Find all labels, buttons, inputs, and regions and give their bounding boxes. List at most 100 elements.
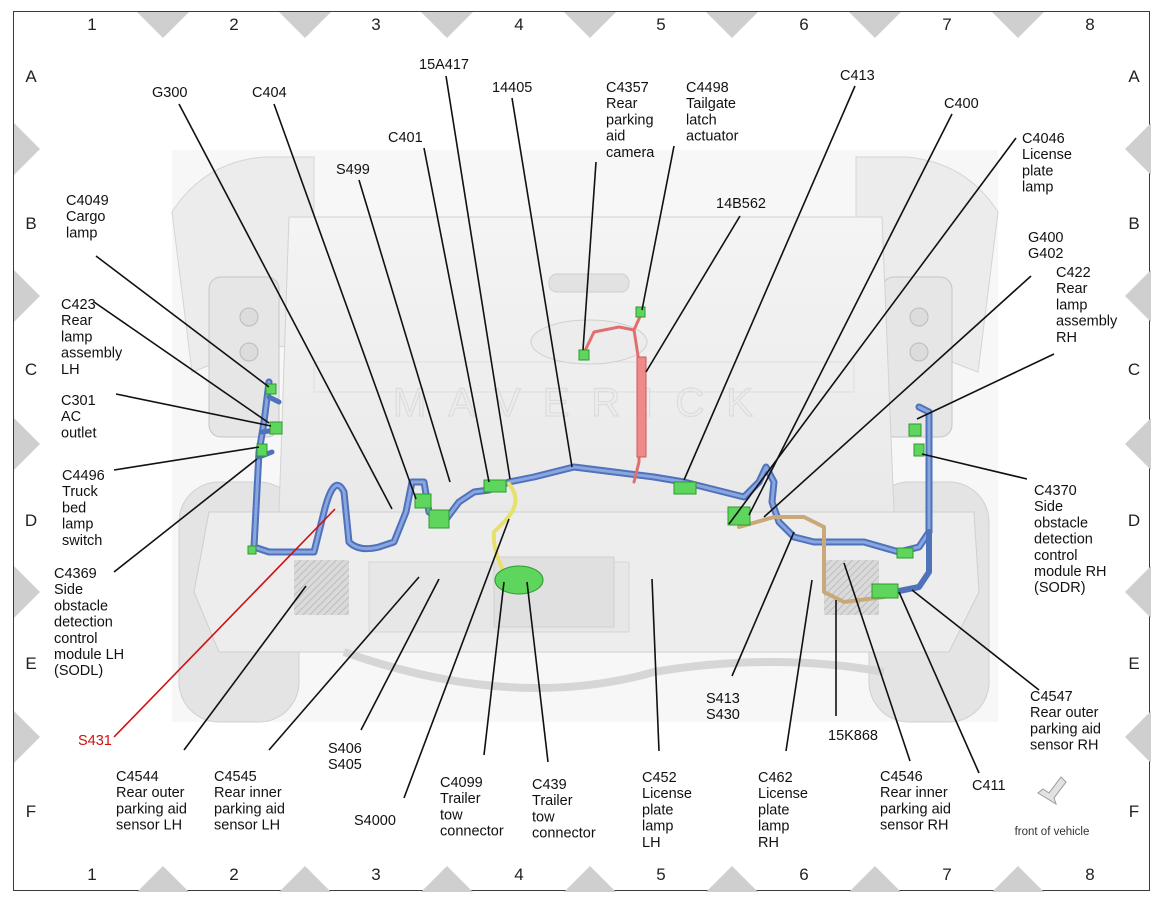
callout-a14b562: 14B562 bbox=[716, 196, 766, 212]
leader-a15a417 bbox=[445, 75, 511, 480]
callout-c423-line-4: LH bbox=[61, 362, 80, 378]
leader-s431 bbox=[113, 508, 336, 738]
callout-g400-line-0: G400 bbox=[1028, 230, 1063, 246]
callout-c422-line-1: Rear bbox=[1056, 281, 1088, 297]
callout-c4544-line-0: C4544 bbox=[116, 769, 159, 785]
right-marker-2 bbox=[1125, 418, 1151, 470]
callout-c4369-line-0: C4369 bbox=[54, 566, 97, 582]
left-marker-3 bbox=[14, 566, 40, 618]
bottom-marker-5 bbox=[849, 866, 901, 892]
callout-g300: G300 bbox=[152, 85, 187, 101]
grid-row-A-left: A bbox=[25, 67, 37, 86]
callout-c422-line-2: lamp bbox=[1056, 297, 1087, 313]
callout-c4046-line-3: lamp bbox=[1022, 180, 1053, 196]
grid-col-3-top: 3 bbox=[371, 15, 380, 34]
leader-c401 bbox=[423, 147, 490, 483]
callout-c413: C413 bbox=[840, 68, 875, 84]
callout-s499-line-0: S499 bbox=[336, 162, 370, 178]
grid-col-4-top: 4 bbox=[514, 15, 523, 34]
grid-row-C-left: C bbox=[25, 360, 37, 379]
callout-c452-line-1: License bbox=[642, 786, 692, 802]
leader-c400 bbox=[748, 113, 953, 516]
leader-c413 bbox=[683, 85, 856, 481]
compass-label: front of vehicle bbox=[1015, 826, 1090, 838]
top-marker-3 bbox=[564, 12, 616, 38]
grid-row-A-right: A bbox=[1128, 67, 1140, 86]
grid-col-3-bottom: 3 bbox=[371, 865, 380, 884]
leader-a14405 bbox=[511, 97, 573, 468]
callout-a14b562-line-0: 14B562 bbox=[716, 196, 766, 212]
leader-c404 bbox=[273, 103, 417, 500]
grid-col-1-bottom: 1 bbox=[87, 865, 96, 884]
callout-c452-line-4: LH bbox=[642, 835, 661, 851]
grid-row-F-left: F bbox=[26, 802, 36, 821]
left-marker-0 bbox=[14, 123, 40, 175]
callout-s431: S431 bbox=[78, 733, 112, 749]
leader-c4544 bbox=[183, 585, 307, 751]
grid-col-8-top: 8 bbox=[1085, 15, 1094, 34]
callout-c4369-line-3: detection bbox=[54, 615, 113, 631]
leader-c462 bbox=[785, 579, 813, 752]
top-marker-0 bbox=[137, 12, 189, 38]
callout-c462-line-2: plate bbox=[758, 802, 789, 818]
callout-c301-line-2: outlet bbox=[61, 425, 96, 441]
grid-row-F-right: F bbox=[1129, 802, 1139, 821]
grid-row-B-left: B bbox=[25, 214, 36, 233]
grid-col-1-top: 1 bbox=[87, 15, 96, 34]
top-marker-2 bbox=[421, 12, 473, 38]
callout-c4547-line-2: parking aid bbox=[1030, 721, 1101, 737]
callout-c413-line-0: C413 bbox=[840, 68, 875, 84]
front-of-vehicle-indicator: front of vehicle bbox=[1015, 776, 1090, 838]
callout-s413-line-0: S413 bbox=[706, 691, 740, 707]
grid-col-7-bottom: 7 bbox=[942, 865, 951, 884]
callout-c422-line-0: C422 bbox=[1056, 265, 1091, 281]
right-marker-1 bbox=[1125, 270, 1151, 322]
callout-c4046-line-2: plate bbox=[1022, 163, 1053, 179]
callout-c4496-line-4: switch bbox=[62, 533, 102, 549]
leader-s413 bbox=[731, 531, 795, 677]
leader-c4046 bbox=[728, 137, 1017, 525]
callout-c4544-line-1: Rear outer bbox=[116, 785, 185, 801]
callout-c4496-line-0: C4496 bbox=[62, 468, 105, 484]
callout-c400: C400 bbox=[944, 96, 979, 112]
leader-c4496 bbox=[113, 446, 260, 471]
callout-c4357-line-2: parking bbox=[606, 112, 654, 128]
callout-c439-line-1: Trailer bbox=[532, 793, 573, 809]
callout-c4049-line-1: Cargo bbox=[66, 209, 106, 225]
grid-row-D-right: D bbox=[1128, 511, 1140, 530]
callout-c4498-line-3: actuator bbox=[686, 129, 739, 145]
callout-c423-line-0: C423 bbox=[61, 297, 96, 313]
callout-s413-line-1: S430 bbox=[706, 707, 740, 723]
callout-c4496-line-1: Truck bbox=[62, 484, 98, 500]
callout-c4369-line-2: obstacle bbox=[54, 598, 108, 614]
leader-c439 bbox=[526, 581, 549, 763]
left-marker-4 bbox=[14, 711, 40, 763]
callout-c4099-line-0: C4099 bbox=[440, 775, 483, 791]
callout-c4369-line-4: control bbox=[54, 631, 98, 647]
callout-c4496-line-3: lamp bbox=[62, 517, 93, 533]
leader-c4498 bbox=[641, 145, 675, 311]
left-marker-1 bbox=[14, 270, 40, 322]
callout-s406-line-0: S406 bbox=[328, 741, 362, 757]
leader-c4546 bbox=[843, 562, 911, 762]
leader-c4049 bbox=[95, 255, 270, 388]
leader-s499 bbox=[358, 179, 451, 483]
callout-c439-line-2: tow bbox=[532, 809, 555, 825]
callout-s4000-line-0: S4000 bbox=[354, 813, 396, 829]
callout-c4370-line-3: detection bbox=[1034, 532, 1093, 548]
leader-c301 bbox=[115, 393, 272, 427]
callout-c4546-line-3: sensor RH bbox=[880, 818, 949, 834]
leader-c4369 bbox=[113, 458, 258, 573]
leader-c4547 bbox=[911, 589, 1040, 691]
callout-a15a417: 15A417 bbox=[419, 57, 469, 73]
